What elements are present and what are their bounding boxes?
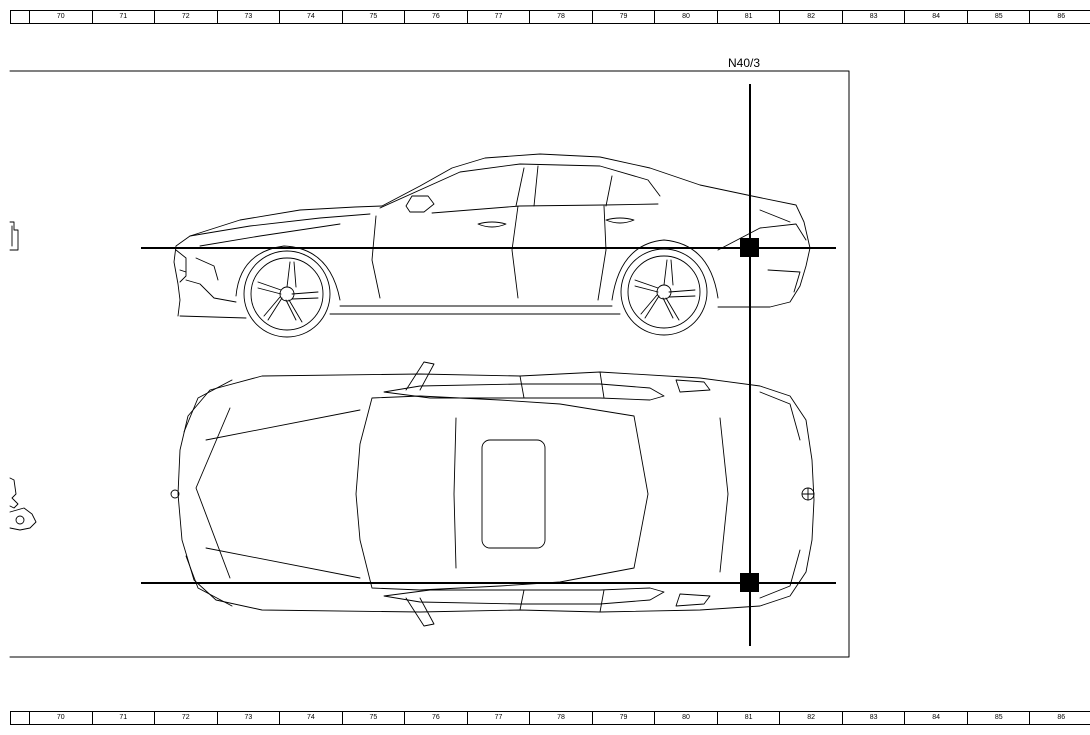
ruler-column-cell: 75 [341,712,405,724]
ruler-column-cell: 85 [966,712,1030,724]
ruler-column-cell: 70 [28,712,92,724]
ruler-column-cell: 74 [279,712,342,724]
left-edge-partial-bracket [9,477,37,531]
ruler-column-cell: 78 [529,712,592,724]
ruler-column-cell: 83 [841,712,905,724]
location-crosshairs [141,84,836,646]
ruler-column-cell: 85 [966,11,1030,23]
ruler-column-cell: 74 [279,11,342,23]
car-side-view [173,153,811,338]
component-label: N40/3 [728,56,761,70]
ruler-column-cell: 71 [91,712,155,724]
ruler-column-cell: 79 [591,712,655,724]
ruler-column-cell: 71 [91,11,155,23]
ruler-column-cell: 84 [904,712,967,724]
ruler-lead-cell [10,712,29,724]
ruler-column-cell: 76 [404,712,467,724]
ruler-column-cell: 84 [904,11,967,23]
ruler-column-cell: 72 [154,11,217,23]
ruler-column-cell: 86 [1029,712,1090,724]
ruler-column-cell: 73 [216,11,280,23]
ruler-column-cell: 72 [154,712,217,724]
ruler-column-cell: 80 [654,712,717,724]
ruler-column-cell: 70 [28,11,92,23]
ruler-column-cell: 81 [716,712,780,724]
ruler-column-cell: 77 [466,712,530,724]
component-marker-top-view [740,573,759,592]
component-marker-side-view [740,238,759,257]
ruler-column-cell: 78 [529,11,592,23]
drawing-frame [9,70,850,658]
car-top-view [170,361,815,627]
ruler-lead-cell [10,11,29,23]
ruler-column-cell: 75 [341,11,405,23]
ruler-column-cell: 76 [404,11,467,23]
ruler-column-cell: 86 [1029,11,1090,23]
ruler-column-cell: 73 [216,712,280,724]
left-edge-partial-component [9,221,19,251]
ruler-column-cell: 77 [466,11,530,23]
ruler-column-cell: 80 [654,11,717,23]
ruler-column-cell: 81 [716,11,780,23]
ruler-column-cell: 82 [779,11,842,23]
ruler-column-cell: 82 [779,712,842,724]
ruler-column-cell: 79 [591,11,655,23]
ruler-column-cell: 83 [841,11,905,23]
